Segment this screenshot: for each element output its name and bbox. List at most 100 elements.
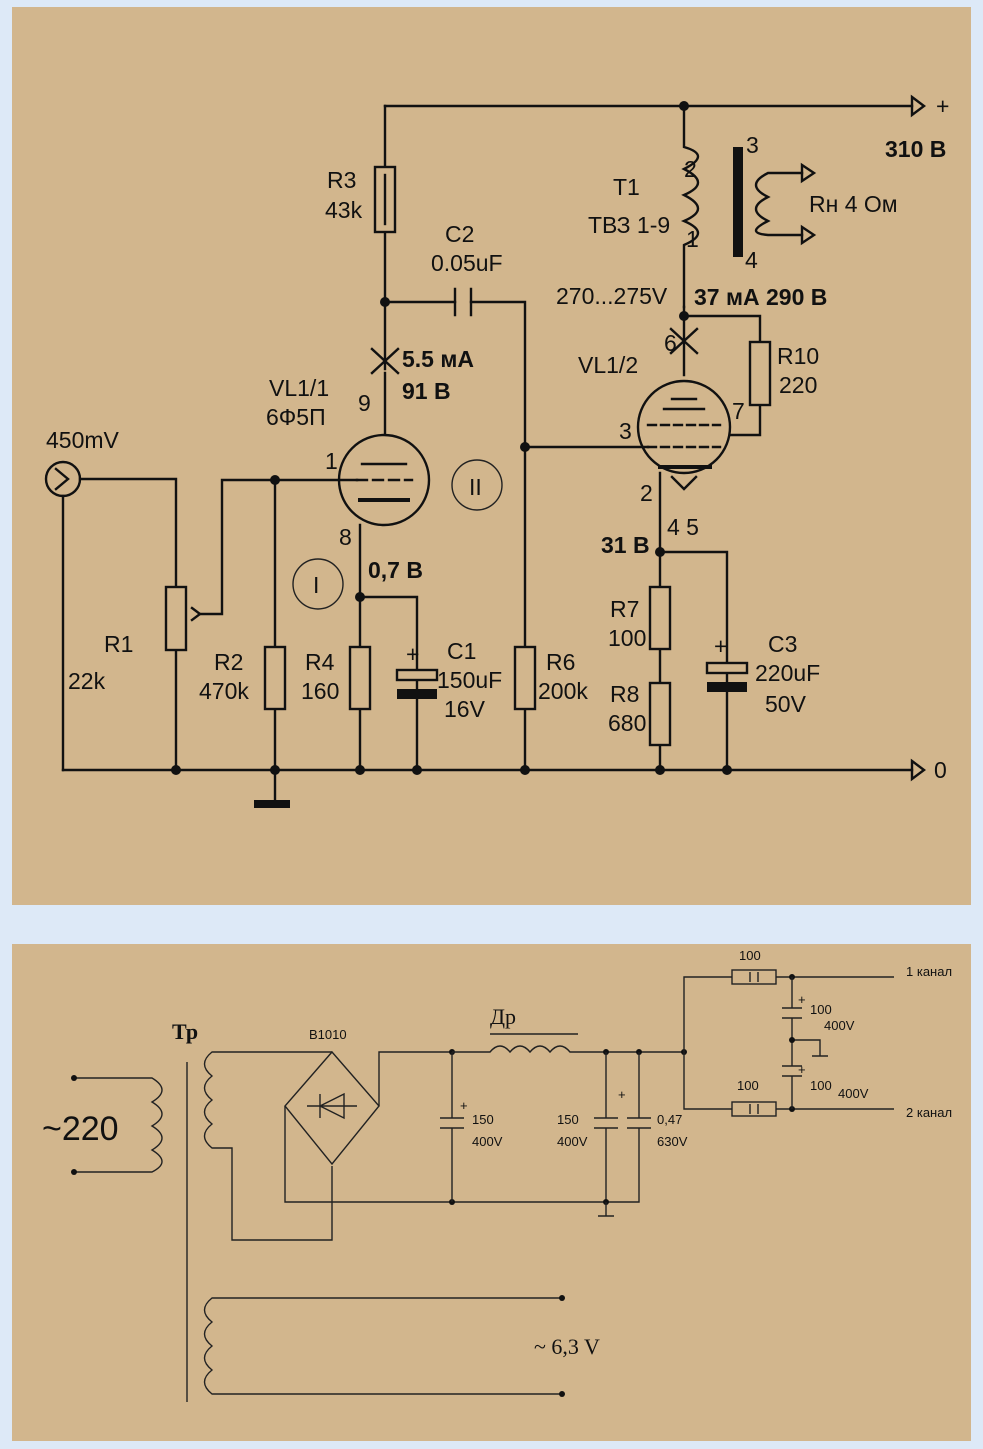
r-top-value: 100 (739, 948, 761, 963)
cap-bot-plus: + (798, 1062, 806, 1077)
t1-type: ТВЗ 1-9 (588, 212, 670, 238)
vl2-anode-values: 37 мА 290 В (694, 284, 827, 310)
r1-value: 22k (68, 668, 106, 694)
cap2-voltage: 400V (557, 1134, 588, 1149)
vl2-pin45: 4 5 (667, 514, 699, 540)
r2-value: 470k (199, 678, 249, 704)
amplifier-schematic: + 310 В 0 R3 43k C2 0.05uF T1 ТВЗ 1-9 2 … (44, 93, 949, 808)
bridge-label: B1010 (309, 1027, 347, 1042)
ground-symbol (254, 800, 290, 808)
r10-value: 220 (779, 372, 817, 398)
amplifier-schematic-panel: + 310 В 0 R3 43k C2 0.05uF T1 ТВЗ 1-9 2 … (12, 7, 971, 905)
vl1-pin8: 8 (339, 524, 352, 550)
cap2-value: 150 (557, 1112, 579, 1127)
anode-voltage-range: 270...275V (556, 283, 668, 309)
filter-cap1 (440, 1117, 464, 1129)
vl1-name: VL1/1 (269, 375, 329, 401)
r8-resistor (648, 681, 672, 747)
t1-core (733, 147, 743, 257)
supply-voltage: 310 В (885, 136, 946, 162)
choke (452, 1045, 684, 1054)
output-channel-2: 2 канал (906, 1105, 952, 1120)
r-bottom-value: 100 (737, 1078, 759, 1093)
cap-bottom (782, 1065, 802, 1077)
cap1-plus: + (460, 1098, 468, 1113)
c1-capacitor (395, 668, 439, 682)
cap-bot-voltage: 400V (838, 1086, 869, 1101)
cathode2-voltage: 31 В (601, 532, 650, 558)
c3-voltage: 50V (765, 691, 807, 717)
t1-pin2: 2 (684, 156, 697, 182)
vl2-pin7: 7 (732, 398, 745, 424)
vl1-current: 5.5 мА (402, 346, 474, 372)
stage2-indicator (451, 459, 503, 511)
input-jack (44, 460, 82, 498)
r2-name: R2 (214, 649, 243, 675)
c3-plus: + (714, 633, 727, 659)
power-supply-schematic: ~220 Тр B1010 Др + 150 400V 150 400V + 0… (42, 948, 952, 1402)
r1-name: R1 (104, 631, 133, 657)
cap-top-value: 100 (810, 1002, 832, 1017)
vl2-name: VL1/2 (578, 352, 638, 378)
vl1-pin1: 1 (325, 448, 338, 474)
stage2-label: II (469, 474, 482, 500)
c3-name: C3 (768, 631, 797, 657)
supply-terminal (910, 94, 926, 118)
r8-name: R8 (610, 681, 639, 707)
filter-cap3 (627, 1117, 651, 1129)
r3-value: 43k (325, 197, 363, 223)
vl2-pin2: 2 (640, 480, 653, 506)
cap-top-voltage: 400V (824, 1018, 855, 1033)
r2-resistor (263, 645, 287, 711)
r4-resistor (348, 645, 372, 711)
measure-point-vl2 (669, 327, 699, 355)
cap1-voltage: 400V (472, 1134, 503, 1149)
stage1-indicator (292, 558, 344, 610)
cathode1-voltage: 0,7 В (368, 557, 423, 583)
heater-voltage: ~ 6,3 V (534, 1334, 600, 1359)
r10-resistor (748, 340, 772, 407)
t1-name: T1 (613, 174, 640, 200)
t1-pin1: 1 (686, 226, 699, 252)
c1-voltage: 16V (444, 696, 486, 722)
r4-name: R4 (305, 649, 335, 675)
r7-resistor (648, 585, 672, 651)
power-supply-panel: ~220 Тр B1010 Др + 150 400V 150 400V + 0… (12, 944, 971, 1441)
transformer-label: Тр (172, 1019, 198, 1044)
supply-plus: + (936, 93, 949, 119)
c2-capacitor (453, 287, 473, 317)
measure-point-vl1 (370, 347, 400, 375)
cap-top (782, 1007, 802, 1019)
c2-name: C2 (445, 221, 474, 247)
c2-value: 0.05uF (431, 250, 503, 276)
cap2-plus: + (618, 1087, 626, 1102)
r-top (731, 969, 777, 985)
t1-pin3: 3 (746, 132, 759, 158)
r6-resistor (513, 645, 537, 711)
c3-capacitor (705, 661, 749, 675)
bridge-rectifier (284, 1050, 380, 1166)
r10-name: R10 (777, 343, 819, 369)
r7-name: R7 (610, 596, 639, 622)
cap1-value: 150 (472, 1112, 494, 1127)
cap3-value: 0,47 (657, 1112, 682, 1127)
ground-label: 0 (934, 757, 947, 783)
r3-name: R3 (327, 167, 356, 193)
filter-cap2 (594, 1117, 618, 1129)
t1-pin4: 4 (745, 247, 758, 273)
r4-value: 160 (301, 678, 339, 704)
mains-voltage: ~220 (42, 1110, 119, 1148)
load-label: Rн 4 Ом (809, 191, 898, 217)
vl1-type: 6Ф5П (266, 404, 326, 430)
stage1-label: I (313, 572, 319, 598)
c1-plus: + (406, 641, 419, 667)
cap3-voltage: 630V (657, 1134, 688, 1149)
vl1-pin9: 9 (358, 390, 371, 416)
c1-name: C1 (447, 638, 476, 664)
cap-top-plus: + (798, 992, 806, 1007)
vl2-pin6: 6 (664, 330, 677, 356)
vl2-pin3: 3 (619, 418, 632, 444)
choke-label: Др (490, 1004, 516, 1029)
r8-value: 680 (608, 710, 646, 736)
c3-value: 220uF (755, 660, 820, 686)
